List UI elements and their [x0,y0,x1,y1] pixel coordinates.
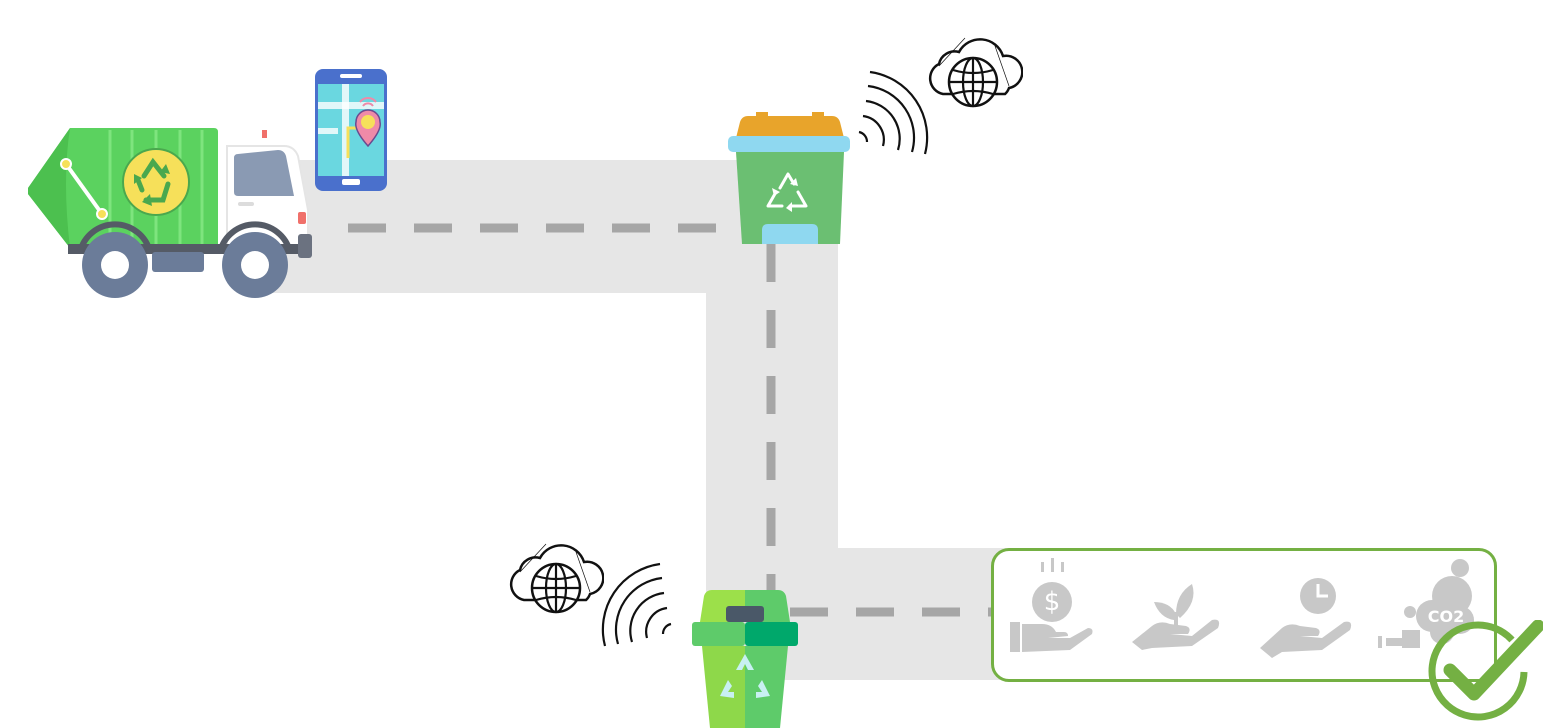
svg-text:$: $ [1044,587,1061,617]
plant-hand-icon [1132,584,1220,650]
smart-bin-icon [728,112,850,244]
checkmark-icon [1428,620,1543,721]
smartphone-map-icon [315,69,387,191]
cloud-globe-icon [928,37,1023,108]
wireless-signal-icon [858,70,929,155]
recycling-bin-icon [692,590,798,728]
cloud-globe-icon [509,543,604,614]
wireless-signal-icon [601,562,672,647]
garbage-truck-icon [28,128,312,298]
map-pin-icon [355,97,381,148]
co2-label: CO2 [1428,607,1464,626]
time-hand-icon [1260,578,1352,658]
money-hand-icon: $ [1010,558,1093,652]
